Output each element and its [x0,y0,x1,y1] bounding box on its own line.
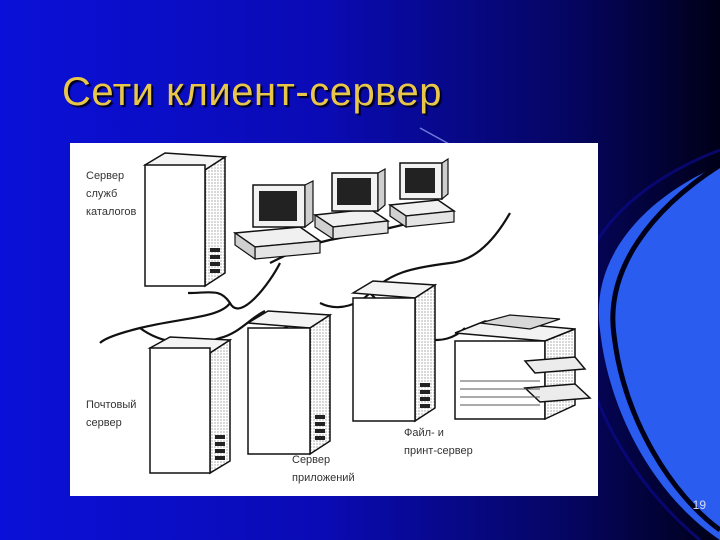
label-app-server: Сервер приложений [292,454,355,484]
slide-number: 19 [692,498,706,512]
workstation-2 [312,167,391,241]
mail-server-tower [147,336,233,475]
label-file-print-server: Файл- и принт-сервер [404,427,473,457]
label-directory-server: Сервер служб каталогов [86,170,137,218]
slide-title: Сети клиент-сервер [62,70,442,114]
workstation-3 [387,157,457,229]
network-diagram: Сервер служб каталогов Почтовый сервер С… [70,143,598,496]
directory-server-tower [142,152,228,288]
file-print-server-tower [350,280,438,423]
workstation-1 [232,180,323,261]
app-server-tower [245,310,333,456]
printer [454,314,592,421]
label-mail-server: Почтовый сервер [86,399,140,429]
network-diagram-svg: Сервер служб каталогов Почтовый сервер С… [86,152,592,484]
